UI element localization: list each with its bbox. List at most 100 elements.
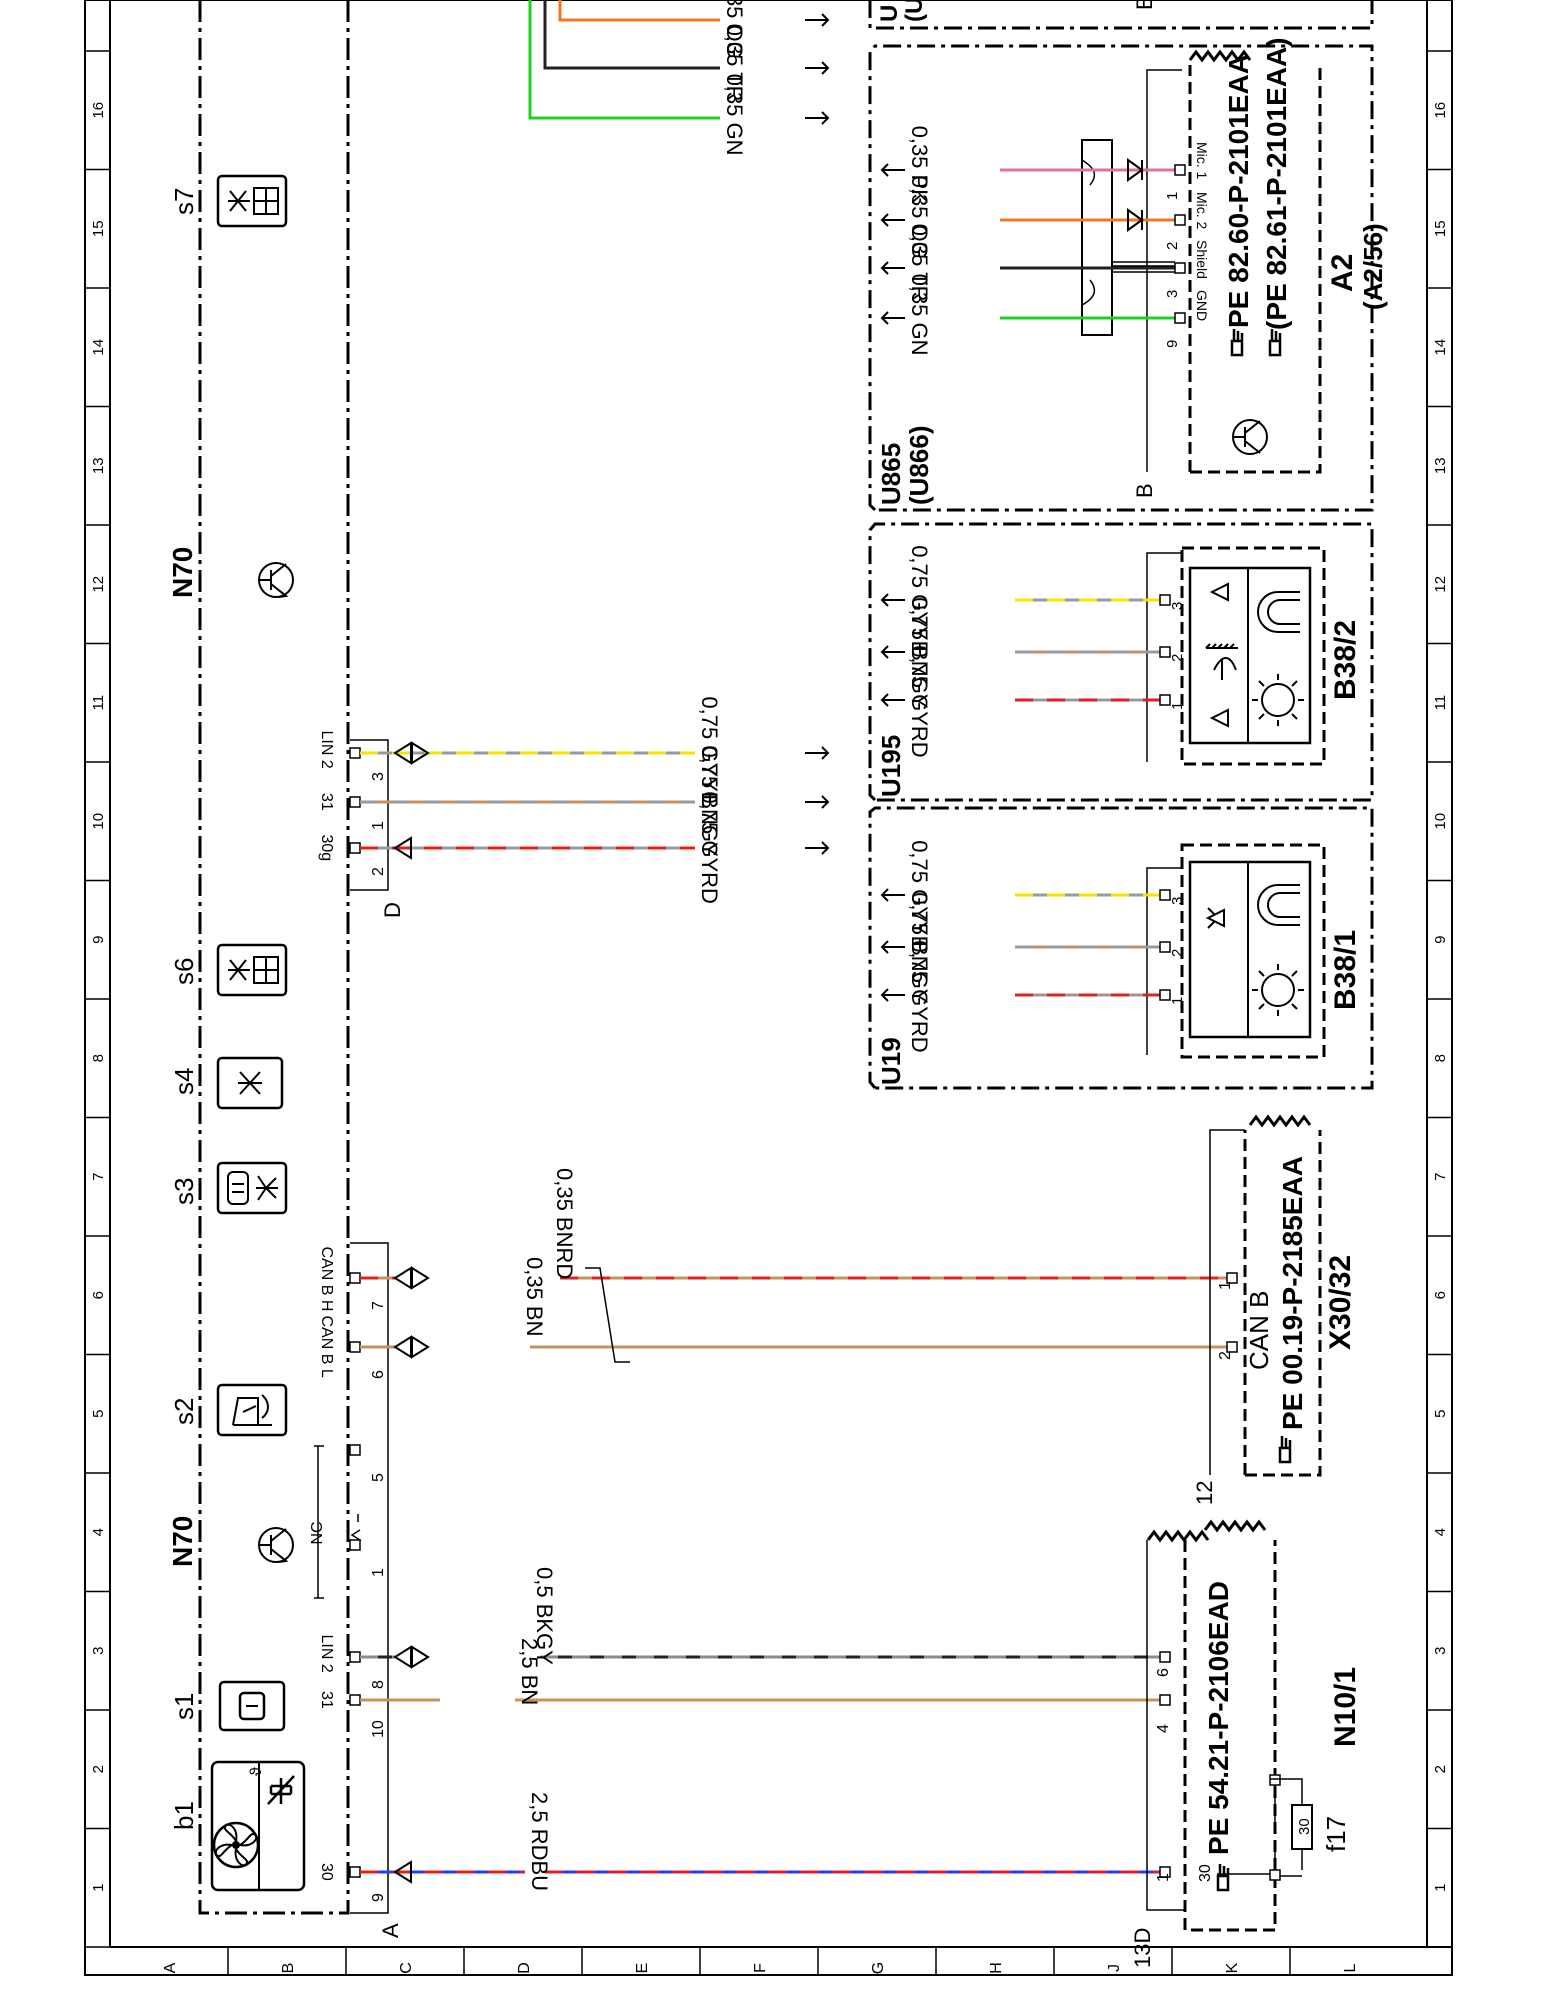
interior-light-icon [227, 1171, 278, 1205]
frame-column-number: 7 [90, 1173, 107, 1181]
frame-column-number: 1 [90, 1884, 107, 1892]
pin-terminal [1159, 989, 1171, 1001]
switch-s4: s4 [169, 1056, 284, 1110]
ecu-pin-number: 8 [370, 1680, 387, 1689]
frame-column-number: 1 [1432, 1884, 1449, 1892]
ecu-pin-signal: CAN B H [318, 1247, 335, 1312]
n10-pin-4: 4 [1155, 1724, 1172, 1733]
frame-column-number: 14 [90, 339, 107, 356]
wire-label: 0,75 GYRD [907, 645, 932, 758]
transistor-icon [258, 562, 294, 598]
pin-terminal [1226, 1341, 1238, 1353]
frame-column-number: 16 [90, 102, 107, 119]
pin-number: 2 [1169, 949, 1186, 957]
frame-column-number: 2 [90, 1765, 107, 1773]
ecu-n70: N70 N70 b1 ϑ s1 [167, 0, 405, 1938]
wire-label: 0,35 TR [722, 24, 747, 102]
n10-pin-30: 30 [1197, 1864, 1214, 1882]
frame-column-number: 6 [1432, 1291, 1449, 1299]
ecu-pin-number: 1 [370, 1568, 387, 1577]
squiggle-icon [1248, 1115, 1312, 1127]
transistor-icon [258, 1527, 294, 1563]
pin-terminal [349, 842, 361, 854]
pin-terminal [1159, 1651, 1171, 1663]
ecu-pin-signal: CAN B L [318, 1316, 335, 1378]
wire-label: 0,75 GYYE [697, 696, 722, 806]
pin-terminal [349, 1444, 361, 1456]
pointer-hand-icon [1278, 1436, 1292, 1464]
wire-label: 2,5 RDBU [527, 1792, 552, 1891]
switch-s6: s6 [169, 943, 288, 997]
fragment-label-alt: (U [901, 0, 928, 22]
fuse-label: f17 [1321, 1816, 1351, 1852]
pin-terminal [349, 796, 361, 808]
frame-row-letter: D [516, 1962, 533, 1974]
wire-label: 0,75 BNGY [907, 892, 932, 1004]
pin-number: 3 [1164, 290, 1181, 298]
pin-terminal [1174, 262, 1186, 274]
ecu-pin-signal: 31 [318, 1691, 335, 1709]
u19-label: U19 [876, 1037, 906, 1085]
frame-column-number: 4 [1432, 1528, 1449, 1536]
pin-terminal [1174, 164, 1186, 176]
variant-fragment-top: U (U B [868, 0, 1374, 30]
n10-connector-label: 13D [1130, 1928, 1155, 1968]
ecu-pin-signal: LIN 2 [318, 1635, 335, 1673]
fuse-f17: 30 f17 [1269, 1774, 1351, 1881]
wire-label: 0,75 GYYE [907, 545, 932, 655]
pin-terminal [349, 1694, 361, 1706]
pin-terminal [1159, 1694, 1171, 1706]
fan-icon [212, 1821, 260, 1869]
frame-row-letter: L [1342, 1963, 1359, 1972]
switch-s1: s1 [169, 1680, 286, 1732]
connector-d-label: D [380, 902, 405, 918]
variant-u19: U19 B38/1 [868, 806, 1374, 1090]
plug-arrow-icon [1127, 158, 1144, 182]
pin-terminal [1159, 1866, 1171, 1878]
ecu-pin-number: 7 [370, 1301, 387, 1310]
wire-label: 0,35 GN [722, 74, 747, 156]
frame-row-letter: A [162, 1962, 179, 1973]
twisted-pair-marker [585, 1267, 630, 1363]
frame-row-letter: H [988, 1962, 1005, 1974]
light-sensor-icon [1205, 907, 1225, 929]
squiggle-icon [1203, 1520, 1267, 1532]
frame-row-letter: C [398, 1962, 415, 1974]
shield-bracket [1081, 139, 1113, 336]
wire-label: 0,35 GN [907, 274, 932, 356]
pin-number: 1 [1169, 997, 1186, 1005]
reading-lamp-icon [228, 187, 279, 215]
x30-ref: PE 00.19-P-2185EAA [1277, 1156, 1308, 1430]
pointer-hand-icon [1216, 1864, 1230, 1892]
pin-number: 1 [1169, 702, 1186, 710]
ecu-pin-number: 9 [370, 1893, 387, 1902]
pin-signal: Shield [1194, 240, 1210, 279]
module-n10-1: 13D 1 30 4 6 30 f17 PE 54.21-P-2106EAD N… [1130, 1520, 1362, 1968]
pin-number: 2 [1164, 242, 1181, 250]
switch-label: s4 [169, 1068, 199, 1095]
ecu-pin-number: 6 [370, 1370, 387, 1379]
wire-label: 0,75 BNGY [697, 745, 722, 857]
pin-signal: Mic. 1 [1194, 142, 1210, 180]
switch-s7: s7 [169, 174, 288, 228]
frame-column-number: 12 [1432, 576, 1449, 593]
wire-label: 0,75 GYRD [697, 791, 722, 904]
ecu-pin-signal: 31 [318, 793, 335, 811]
variant-u195: U195 B38/2 [868, 522, 1374, 802]
ecu-pin-number: 3 [370, 772, 387, 781]
frame-column-number: 13 [90, 457, 107, 474]
frame-row-letter: E [634, 1963, 651, 1974]
rain-sensor-icon [1205, 643, 1238, 680]
frame-column-number: 10 [1432, 813, 1449, 830]
frame-column-number: 2 [1432, 1765, 1449, 1773]
connector-x30-32: 12 1 2 CAN B PE 00.19-P-2185EAA X30/32 [1192, 1115, 1357, 1505]
pin-terminal [349, 1866, 361, 1878]
pin-terminal [1159, 889, 1171, 901]
ecu-pin-number: 1 [370, 821, 387, 830]
x30-name: X30/32 [1324, 1255, 1357, 1350]
switch-label: s3 [169, 1178, 199, 1205]
frame-column-number: 15 [1432, 220, 1449, 237]
pin-terminal [1159, 941, 1171, 953]
